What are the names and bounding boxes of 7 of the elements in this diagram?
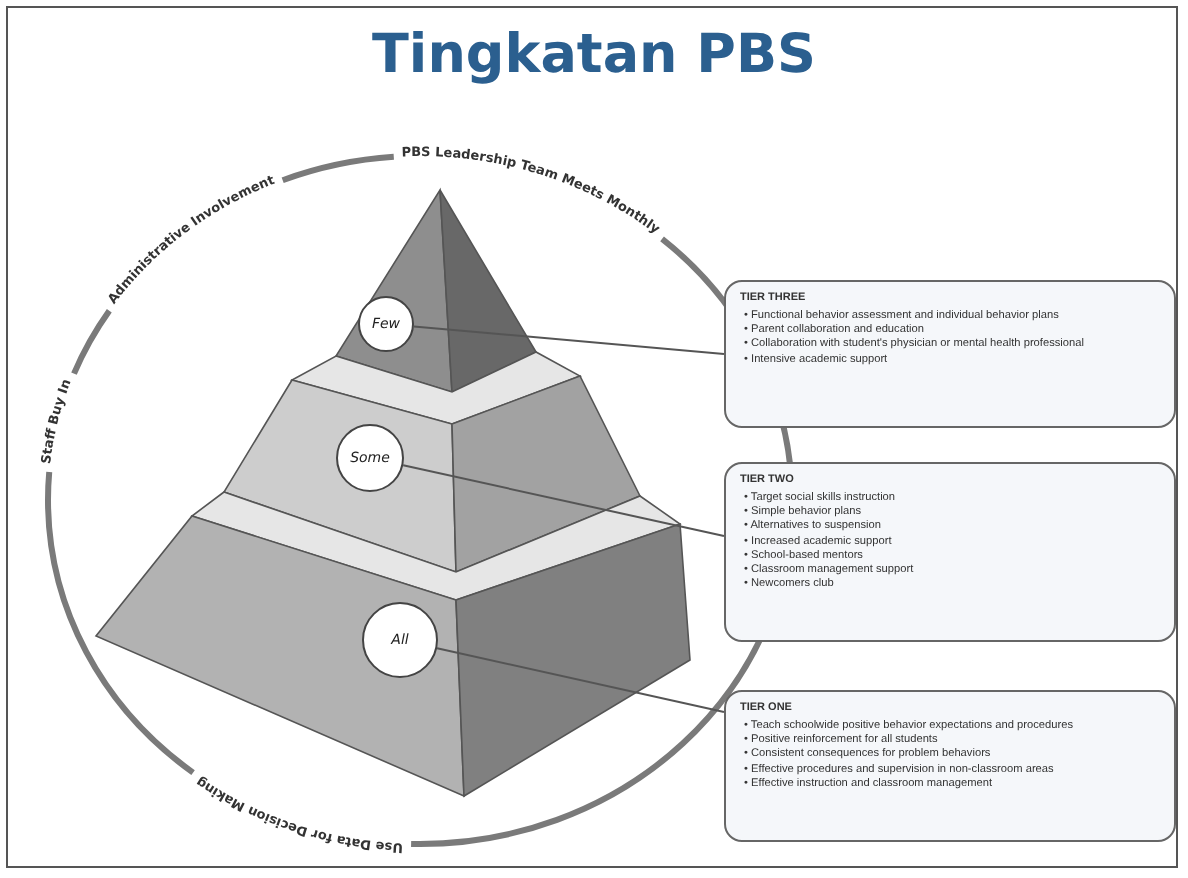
leader-line (402, 464, 725, 537)
tier-box (724, 280, 1176, 428)
tier-box (724, 462, 1176, 642)
leader-line (412, 325, 725, 355)
leader-line (436, 647, 725, 713)
title: Tingkatan PBS (370, 24, 818, 86)
tier-box (724, 690, 1176, 842)
